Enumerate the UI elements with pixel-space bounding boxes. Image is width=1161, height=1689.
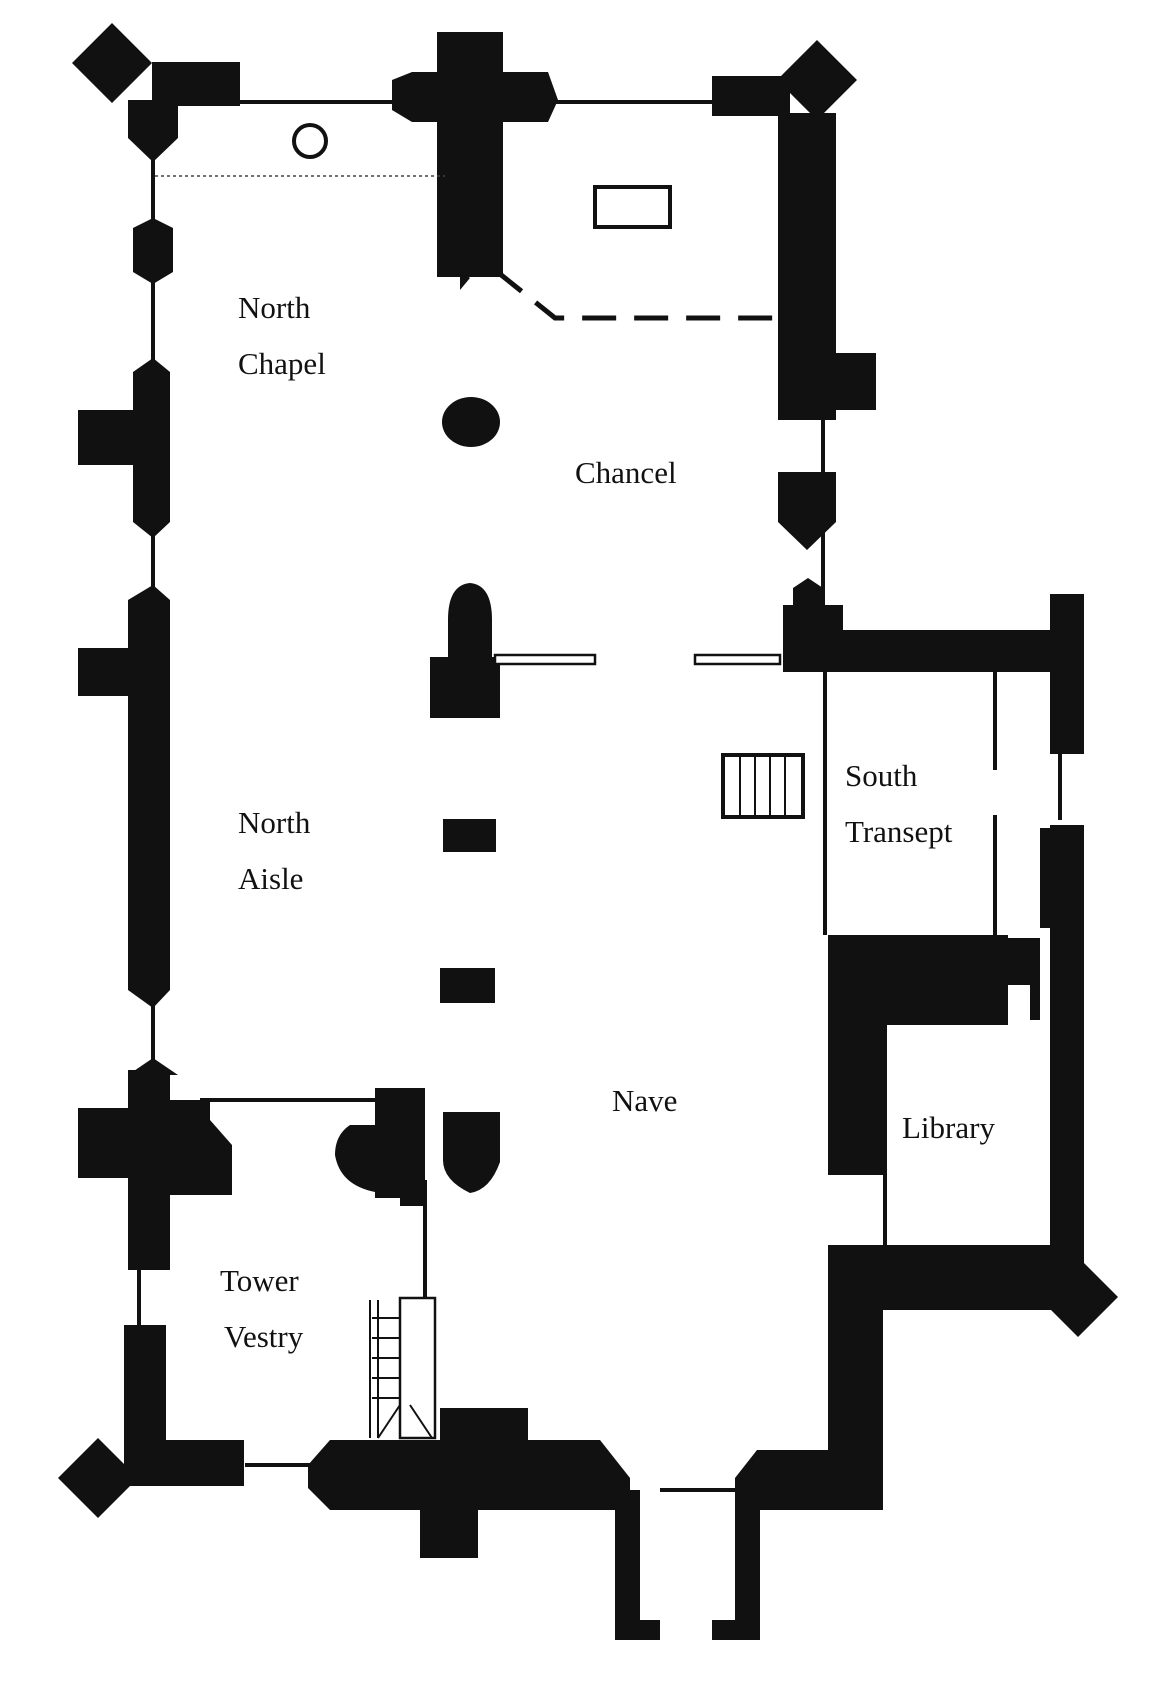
altar <box>593 185 672 229</box>
tower-walls <box>78 1058 425 1475</box>
library-walls <box>828 935 1083 1310</box>
nave-south-wall <box>735 1300 883 1510</box>
south-transept-walls <box>783 594 1084 1290</box>
label-north-chapel: North Chapel <box>238 290 326 381</box>
north-wall-pier <box>392 32 558 290</box>
chancel-dashed-boundary <box>493 268 778 321</box>
label-north-aisle: North Aisle <box>238 805 311 896</box>
label-chancel: Chancel <box>575 455 677 490</box>
font-circle <box>292 123 328 159</box>
label-library: Library <box>902 1110 995 1145</box>
arcade-piers <box>430 397 500 1193</box>
transept-stair <box>721 753 805 819</box>
south-wall <box>308 1408 760 1640</box>
screen-rails <box>493 653 782 666</box>
tower-stair <box>369 1296 437 1440</box>
north-west-wall <box>78 218 173 1008</box>
chancel-east-wall <box>778 113 876 670</box>
label-nave: Nave <box>612 1083 678 1118</box>
label-south-transept: South Transept <box>845 758 953 849</box>
label-tower-vestry: Tower Vestry <box>220 1263 304 1354</box>
